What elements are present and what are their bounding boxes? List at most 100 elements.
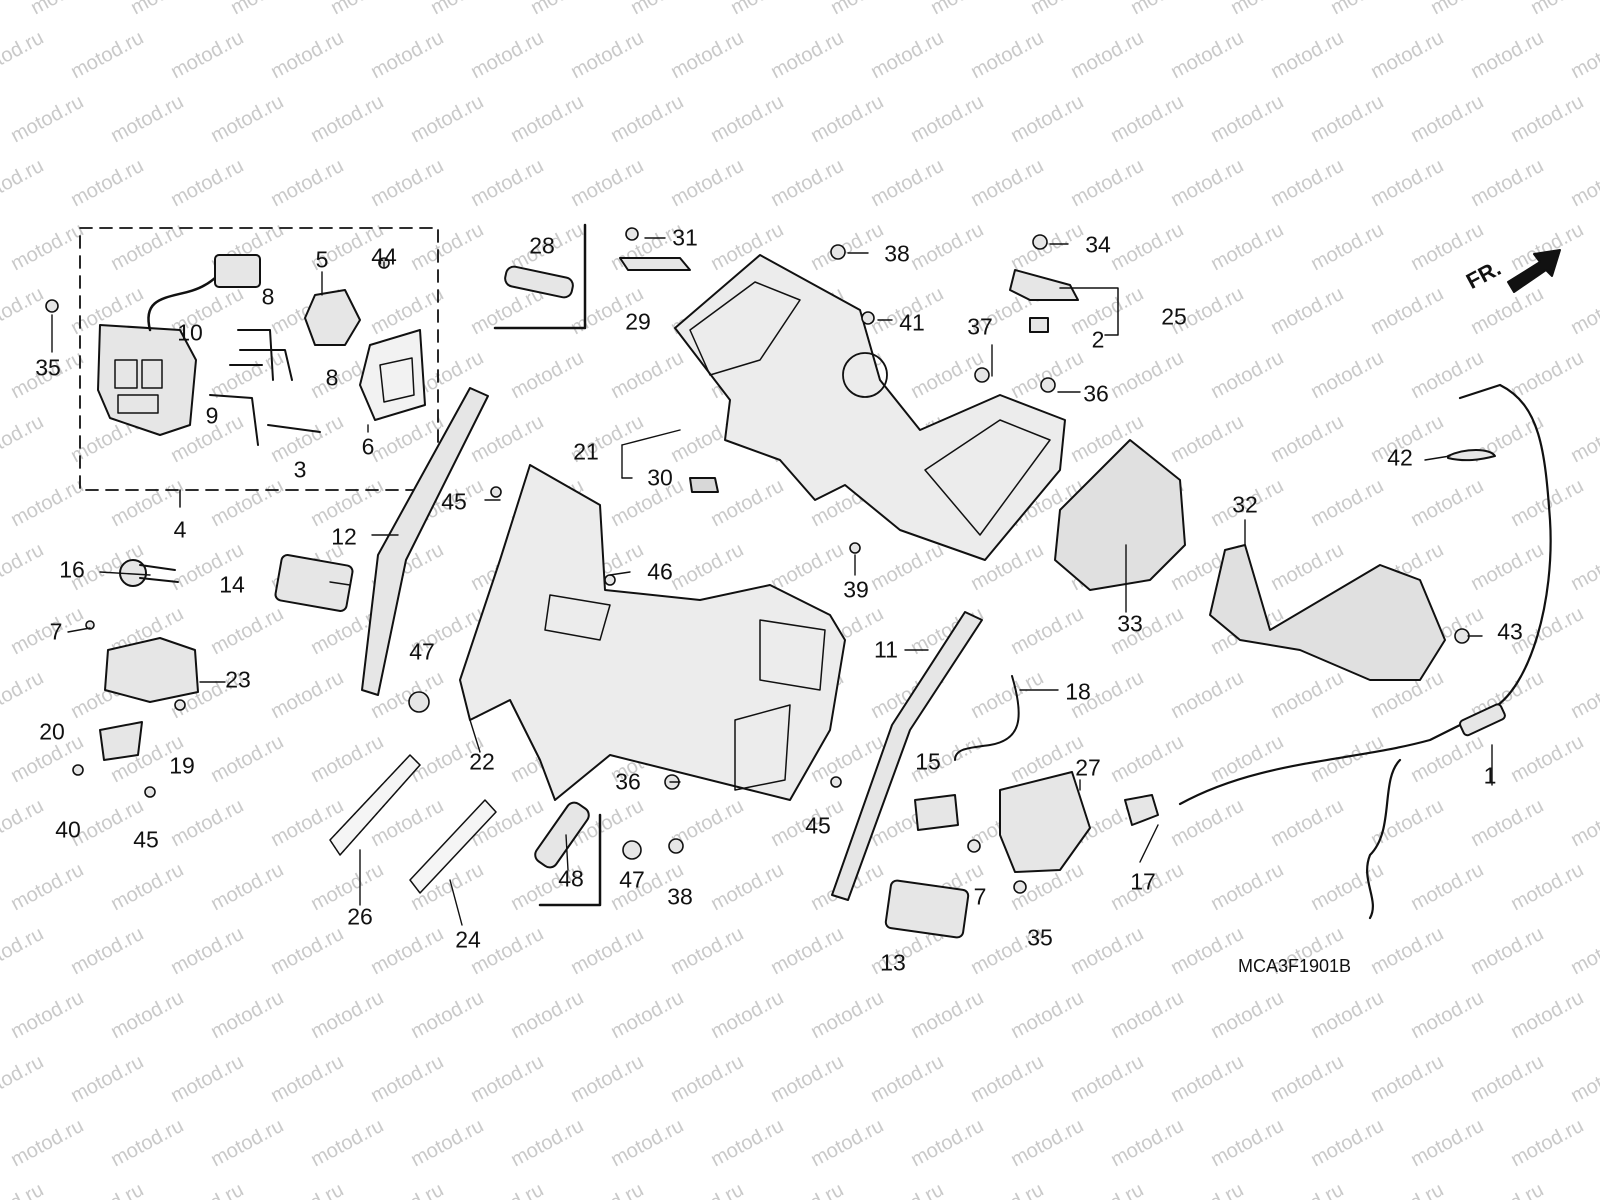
part-2-clip (1029, 317, 1049, 333)
part-callout-9: 9 (205, 402, 219, 429)
part-callout-45: 45 (441, 488, 467, 515)
part-callout-12: 12 (331, 523, 357, 550)
part-callout-42: 42 (1387, 444, 1413, 471)
part-callout-47: 47 (409, 638, 435, 665)
part-21-upper-panel (674, 254, 1066, 561)
part-callout-21: 21 (573, 438, 599, 465)
part-callout-4: 4 (173, 516, 187, 543)
part-callout-18: 18 (1065, 678, 1091, 705)
part-callout-8: 8 (261, 283, 275, 310)
part-callout-33: 33 (1117, 610, 1143, 637)
part-callout-1: 1 (1483, 762, 1497, 789)
part-17-bracket (1124, 794, 1159, 826)
part-callout-30: 30 (647, 464, 673, 491)
part-9-wire (209, 394, 259, 446)
part-24-foam-pad (409, 799, 497, 894)
part-4-switch-buttons (114, 359, 163, 414)
part-13-vent (884, 879, 970, 939)
part-4-connector (214, 254, 261, 288)
part-callout-37: 37 (967, 313, 993, 340)
bracket-48-frame (538, 813, 602, 907)
part-callout-41: 41 (899, 309, 925, 336)
part-callout-48: 48 (558, 865, 584, 892)
part-callout-27: 27 (1075, 754, 1101, 781)
part-callout-16: 16 (59, 556, 85, 583)
part-5-cover (304, 289, 361, 346)
part-callout-14: 14 (219, 571, 245, 598)
part-callout-40: 40 (55, 816, 81, 843)
part-callout-17: 17 (1130, 868, 1156, 895)
part-callout-25: 25 (1161, 303, 1187, 330)
part-callout-45-3: 45 (805, 812, 831, 839)
part-callout-26: 26 (347, 903, 373, 930)
part-1-cable (1178, 383, 1552, 920)
part-28-visor (504, 265, 574, 299)
part-callout-45-2: 45 (133, 826, 159, 853)
part-1-adjuster (1458, 703, 1506, 737)
part-callout-46: 46 (647, 558, 673, 585)
part-callout-39: 39 (843, 576, 869, 603)
part-callout-29: 29 (625, 308, 651, 335)
part-callout-6: 6 (361, 433, 375, 460)
part-callout-3: 3 (293, 456, 307, 483)
part-26-foam-pad (329, 754, 421, 856)
part-8-wire-a (237, 329, 274, 381)
part-callout-44: 44 (371, 243, 397, 270)
part-8-wire-b (239, 349, 293, 381)
part-11-trim-strip (831, 611, 983, 901)
part-12-trim-strip (361, 387, 489, 696)
part-15-lock (914, 794, 959, 831)
part-callout-22: 22 (469, 748, 495, 775)
part-callout-8-2: 8 (325, 364, 339, 391)
part-4-switch-housing (97, 324, 197, 436)
part-callout-32: 32 (1232, 491, 1258, 518)
part-callout-19: 19 (169, 752, 195, 779)
part-6-frame (359, 329, 426, 421)
part-42-clamp (1447, 449, 1496, 462)
part-14-vent (274, 554, 354, 612)
part-25-bracket (1059, 287, 1119, 336)
part-callout-28: 28 (529, 232, 555, 259)
part-callout-34: 34 (1085, 231, 1111, 258)
part-25-latch (1009, 269, 1079, 301)
part-33-cover (1054, 439, 1186, 591)
diagram-code: MCA3F1901B (1238, 956, 1352, 976)
part-callout-36-2: 36 (615, 768, 641, 795)
part-callout-38: 38 (884, 240, 910, 267)
part-3-wire (267, 424, 321, 433)
leader-lines (51, 237, 1493, 926)
part-29-handle (619, 257, 691, 271)
part-48-strip (534, 801, 590, 869)
part-callout-31: 31 (672, 224, 698, 251)
part-callout-47-2: 47 (619, 866, 645, 893)
part-callout-36: 36 (1083, 380, 1109, 407)
switch-kit-dashed-box (79, 227, 439, 491)
part-callout-15: 15 (915, 748, 941, 775)
part-callout-24: 24 (455, 926, 481, 953)
part-callout-7: 7 (49, 618, 63, 645)
part-callout-11: 11 (874, 636, 898, 663)
part-27-box (999, 771, 1091, 873)
part-18-wire (954, 675, 1020, 761)
part-callout-2: 2 (1091, 326, 1105, 353)
part-callout-38-2: 38 (667, 883, 693, 910)
part-callout-35-2: 35 (1027, 924, 1053, 951)
part-callout-43: 43 (1497, 618, 1523, 645)
part-26-foam-outline (329, 754, 421, 856)
part-callout-20: 20 (39, 718, 65, 745)
part-23-lid (104, 637, 199, 703)
bracket-28-frame (493, 223, 587, 330)
part-30-pad (689, 477, 719, 493)
part-callout-13: 13 (880, 949, 906, 976)
front-direction-arrow-icon (1507, 249, 1561, 293)
part-callout-35: 35 (35, 354, 61, 381)
part-callout-23: 23 (225, 666, 251, 693)
part-callout-5: 5 (315, 246, 329, 273)
part-32-cover (1209, 544, 1446, 681)
part-callout-7-2: 7 (973, 883, 987, 910)
part-callout-10: 10 (177, 319, 203, 346)
part-20-bracket (99, 721, 143, 761)
fasteners (45, 227, 1470, 894)
